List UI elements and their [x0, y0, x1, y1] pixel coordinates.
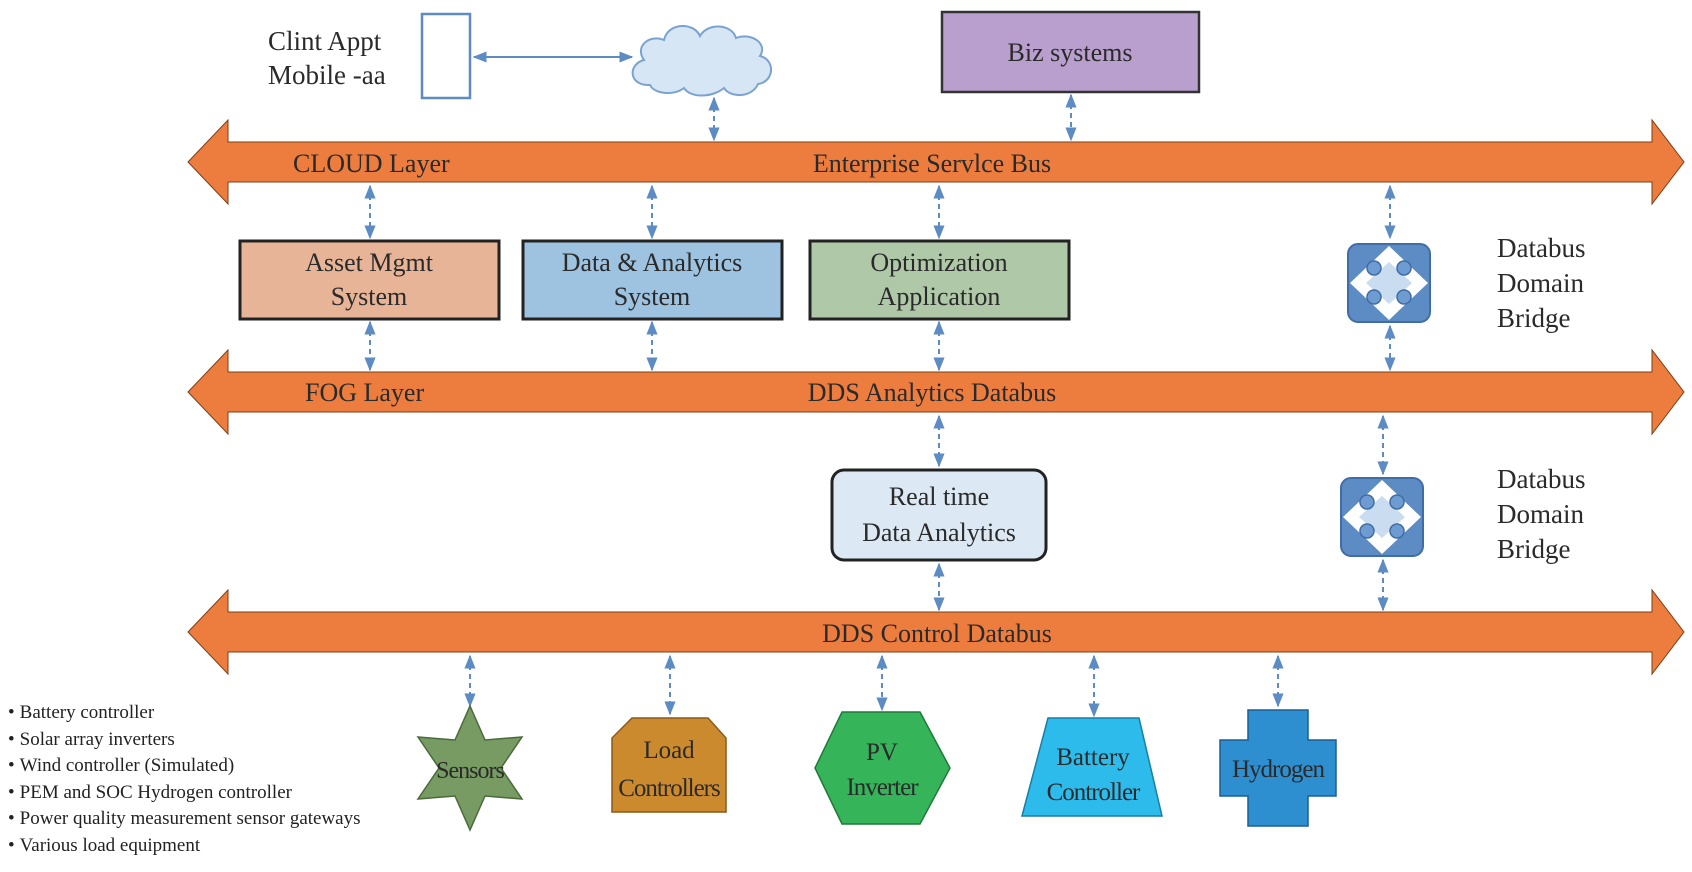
optimization-application: Optimization Application: [808, 239, 1071, 321]
optimization-line1: Optimization: [870, 248, 1007, 277]
battery-controller-device: Battery Controller: [1021, 717, 1163, 817]
biz-systems-label: Biz systems: [1008, 38, 1133, 67]
optimization-line2: Application: [878, 282, 1001, 311]
biz-systems-box: Biz systems: [940, 10, 1201, 94]
mobile-label-line1: Clint Appt: [268, 26, 382, 56]
load-controllers-device: Load Controllers: [611, 717, 727, 813]
data-analytics-line1: Data & Analytics: [562, 248, 743, 277]
mobile-label-line2: Mobile -aa: [268, 60, 386, 90]
databus-domain-bridge-label-2: Databus Domain Bridge: [1497, 464, 1585, 564]
dds-control-databus: DDS Control Databus: [187, 588, 1685, 676]
list-item: Solar array inverters: [8, 727, 361, 754]
load-label-line2: Controllers: [618, 775, 720, 802]
svg-text:Domain: Domain: [1497, 499, 1584, 529]
svg-text:Databus: Databus: [1497, 233, 1585, 263]
sensors-device: Sensors: [416, 704, 524, 832]
pv-label-line1: PV: [866, 739, 898, 766]
data-analytics-system: Data & Analytics System: [521, 239, 784, 321]
sensors-label: Sensors: [436, 758, 504, 784]
list-item: PEM and SOC Hydrogen controller: [8, 780, 361, 807]
dds-analytics-databus: FOG Layer DDS Analytics Databus: [187, 348, 1685, 436]
realtime-line2: Data Analytics: [862, 518, 1016, 547]
enterprise-service-bus: CLOUD Layer Enterprise Servlce Bus: [187, 118, 1685, 206]
mobile-device-icon: [420, 12, 472, 100]
asset-mgmt-line2: System: [331, 282, 408, 311]
svg-text:Domain: Domain: [1497, 268, 1584, 298]
svg-text:Bridge: Bridge: [1497, 303, 1571, 333]
list-item: Power quality measurement sensor gateway…: [8, 806, 361, 833]
cloud-icon: [631, 25, 772, 97]
asset-mgmt-line1: Asset Mgmt: [305, 248, 434, 277]
asset-mgmt-system: Asset Mgmt System: [238, 239, 501, 321]
databus-domain-bridge-label-1: Databus Domain Bridge: [1497, 233, 1585, 333]
svg-text:Databus: Databus: [1497, 464, 1585, 494]
battery-label-line1: Battery: [1056, 744, 1130, 771]
list-item: Battery controller: [8, 700, 361, 727]
databus-domain-bridge-icon-2: [1340, 477, 1424, 557]
device-list: Battery controller Solar array inverters…: [8, 700, 361, 859]
databus-domain-bridge-icon: [1347, 243, 1431, 323]
data-analytics-line2: System: [614, 282, 691, 311]
pv-inverter-device: PV Inverter: [814, 711, 951, 825]
hydrogen-label: Hydrogen: [1232, 756, 1325, 783]
dds-analytics-databus-label: DDS Analytics Databus: [808, 378, 1056, 407]
mobile-client: Clint Appt Mobile -aa: [268, 12, 472, 100]
fog-layer-label: FOG Layer: [305, 378, 424, 407]
battery-label-line2: Controller: [1047, 779, 1141, 806]
enterprise-service-bus-label: Enterprise Servlce Bus: [813, 149, 1051, 178]
pv-label-line2: Inverter: [846, 774, 919, 801]
load-label-line1: Load: [643, 737, 695, 764]
realtime-line1: Real time: [889, 482, 989, 511]
list-item: Various load equipment: [8, 833, 361, 860]
hydrogen-device: Hydrogen: [1219, 709, 1337, 827]
realtime-data-analytics: Real time Data Analytics: [830, 468, 1048, 562]
dds-control-databus-label: DDS Control Databus: [822, 619, 1052, 648]
cloud-layer-label: CLOUD Layer: [293, 149, 450, 178]
svg-text:Bridge: Bridge: [1497, 534, 1571, 564]
list-item: Wind controller (Simulated): [8, 753, 361, 780]
